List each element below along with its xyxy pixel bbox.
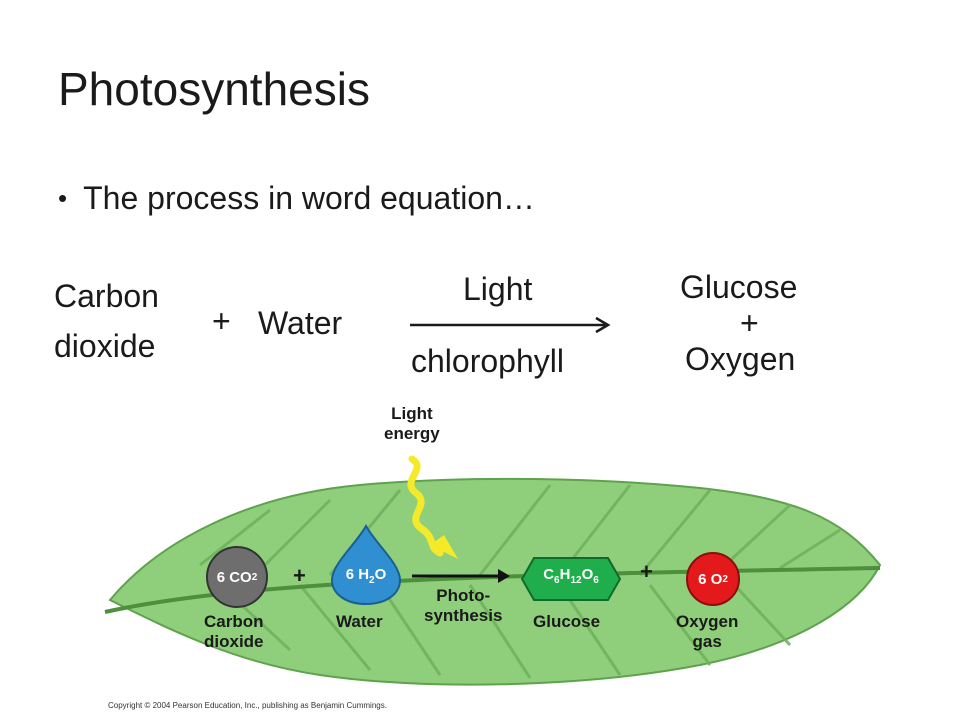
photosynthesis-arrow-icon — [412, 569, 510, 583]
bullet-item: • The process in word equation… — [58, 180, 535, 217]
water-drop-icon — [330, 524, 402, 606]
plus-sign-leaf-2: + — [640, 559, 653, 584]
glucose-hexagon-icon — [520, 557, 622, 601]
plus-sign-products: + — [740, 305, 759, 341]
light-energy-arrow-icon — [407, 455, 458, 559]
label-photosynthesis: Photo-synthesis — [424, 586, 503, 625]
reactant-carbon-label: Carbon — [54, 278, 159, 314]
reactant-water-label: Water — [258, 305, 343, 341]
copyright-notice: Copyright © 2004 Pearson Education, Inc.… — [108, 701, 387, 710]
label-glucose: Glucose — [533, 612, 601, 631]
light-energy-label: Light energy — [384, 404, 440, 443]
condition-light-label: Light — [463, 271, 533, 307]
bullet-dot-icon: • — [58, 183, 68, 213]
leaf-illustration — [104, 477, 882, 686]
bullet-text: The process in word equation… — [83, 180, 535, 216]
leaf-icon — [104, 477, 882, 686]
slide-title: Photosynthesis — [58, 63, 370, 115]
condition-chlorophyll-label: chlorophyll — [411, 343, 564, 379]
label-water: Water — [336, 612, 383, 631]
reaction-arrow-icon — [410, 316, 611, 334]
water-formula: 6 H2O — [345, 566, 387, 586]
glucose-formula: C6H12O6 — [543, 566, 599, 586]
product-oxygen-label: Oxygen — [685, 341, 796, 377]
reactant-dioxide-label: dioxide — [54, 328, 156, 364]
plus-sign-leaf-1: + — [293, 563, 306, 588]
product-glucose-label: Glucose — [680, 269, 798, 305]
plus-sign-reactants: + — [212, 303, 231, 339]
